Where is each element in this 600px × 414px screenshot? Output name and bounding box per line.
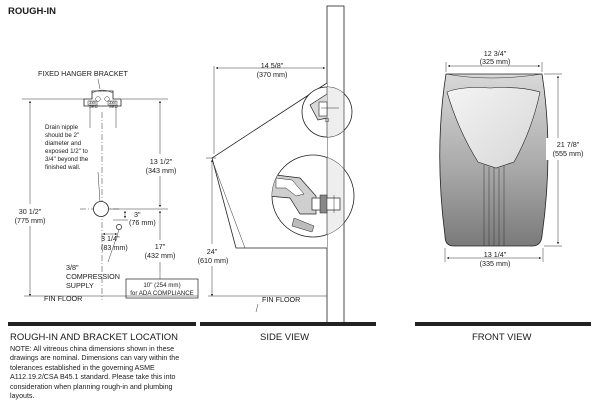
floor-bar-rough — [8, 322, 196, 326]
dim-3-25-metric: (83 mm) — [101, 243, 128, 252]
ada-dimension: 10" (254 mm) — [143, 282, 180, 289]
fin-floor-leader-side — [255, 303, 259, 313]
dim-30-label: 30 1/2" — [19, 207, 42, 216]
hanger-bracket-label: FIXED HANGER BRACKET — [38, 69, 128, 78]
side-view: 14 5/8" (370 mm) 24" (610 mm) FIN FLOOR … — [196, 5, 376, 343]
front-view: 12 3/4" (325 mm) 21 7/8" (555 mm) 13 1/4… — [415, 49, 591, 343]
side-view-title: SIDE VIEW — [260, 332, 309, 343]
dim-side-depth-metric: (370 mm) — [257, 70, 288, 79]
dim-13-mask — [140, 154, 182, 176]
ada-box — [125, 278, 199, 299]
urinal-side-inner — [213, 164, 246, 249]
supply-stop — [116, 224, 122, 230]
floor-bar-side — [200, 322, 376, 326]
svg-text:finished wall.: finished wall. — [45, 164, 81, 171]
supply-size-label: 3/8" — [66, 263, 79, 272]
svg-text:Drain nipple: Drain nipple — [45, 124, 79, 131]
urinal-front-rim — [445, 73, 543, 79]
dim-front-height-label: 21 7/8" — [557, 140, 580, 149]
dim-3-label: 3" — [134, 210, 141, 219]
dimension-note: NOTE: All vitreous china dimensions show… — [10, 345, 180, 401]
rough-in-section: FIXED HANGER BRACKET 3x8 SKU 3x8 SKU Dra… — [6, 69, 199, 343]
dim-30-mask — [6, 204, 54, 226]
ada-compliance: for ADA COMPLIANCE — [130, 290, 194, 297]
rough-in-section-title: ROUGH-IN AND BRACKET LOCATION — [10, 332, 178, 343]
dim-3-25-label: 3 1/4" — [101, 234, 120, 243]
bracket-tab-left-label: 3x8 — [89, 100, 96, 105]
drain-outlet — [93, 201, 109, 217]
dim-side-depth-label: 14 5/8" — [261, 61, 284, 70]
supply-word-label: SUPPLY — [66, 281, 94, 290]
dim-17-mask — [142, 240, 182, 262]
dim-side-height-mask — [196, 244, 230, 266]
dim-17-label: 17" — [155, 242, 166, 251]
dim-front-top-label: 12 3/4" — [484, 49, 507, 58]
dim-3-metric: (76 mm) — [129, 218, 156, 227]
bracket-tab-right-sub: SKU — [109, 104, 118, 109]
urinal-front-channel — [483, 165, 505, 246]
dim-side-height-label: 24" — [207, 247, 218, 256]
dim-13-metric: (343 mm) — [146, 166, 177, 175]
svg-text:exposed 1/2" to: exposed 1/2" to — [45, 148, 88, 155]
drain-note: Drain nipple should be 2" diameter and e… — [45, 124, 89, 171]
bracket-tab-left-sub: SKU — [89, 104, 98, 109]
floor-bar-front — [415, 322, 591, 326]
dim-17-metric: (432 mm) — [145, 251, 176, 260]
fin-floor-label-rough: FIN FLOOR — [44, 294, 82, 303]
dim-30-metric: (775 mm) — [15, 216, 46, 225]
dim-front-height-mask — [546, 138, 586, 160]
dim-front-bottom-metric: (335 mm) — [480, 259, 511, 268]
urinal-front-basin — [446, 87, 541, 169]
dim-front-bottom-label: 13 1/4" — [484, 250, 507, 259]
drain-leader — [97, 171, 101, 203]
drain-detail — [272, 155, 345, 237]
dim-front-top-metric: (325 mm) — [480, 57, 511, 66]
front-view-title: FRONT VIEW — [472, 332, 531, 343]
dim-front-height-metric: (555 mm) — [553, 149, 584, 158]
svg-text:3/4" beyond the: 3/4" beyond the — [45, 156, 89, 163]
bracket-tab-right-label: 3x8 — [109, 100, 116, 105]
bracket-detail — [309, 87, 345, 137]
dim-13-label: 13 1/2" — [150, 157, 173, 166]
supply-type-label: COMPRESSION — [66, 272, 120, 281]
svg-text:diameter and: diameter and — [45, 140, 82, 147]
fin-floor-label-side: FIN FLOOR — [262, 295, 300, 304]
dim-side-height-metric: (610 mm) — [198, 256, 229, 265]
supply-leader — [107, 229, 120, 263]
page-title: ROUGH-IN — [8, 6, 56, 17]
hanger-bracket: 3x8 SKU 3x8 SKU — [83, 89, 122, 109]
hanger-leader — [97, 78, 101, 90]
svg-text:should be 2": should be 2" — [45, 132, 79, 139]
